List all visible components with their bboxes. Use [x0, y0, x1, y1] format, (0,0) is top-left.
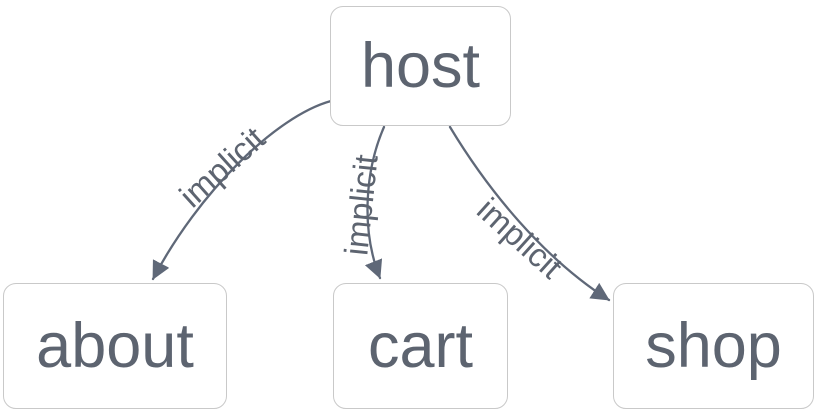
node-cart-label: cart — [367, 310, 474, 381]
node-shop-label: shop — [645, 310, 782, 381]
node-cart: cart — [333, 283, 508, 409]
edge-host-cart — [364, 125, 386, 280]
node-shop: shop — [613, 283, 814, 409]
edge-host-about — [151, 99, 333, 281]
node-host: host — [330, 6, 511, 126]
node-about: about — [3, 283, 227, 409]
node-about-label: about — [36, 310, 194, 381]
edge-host-shop — [448, 125, 611, 302]
node-host-label: host — [360, 30, 481, 101]
